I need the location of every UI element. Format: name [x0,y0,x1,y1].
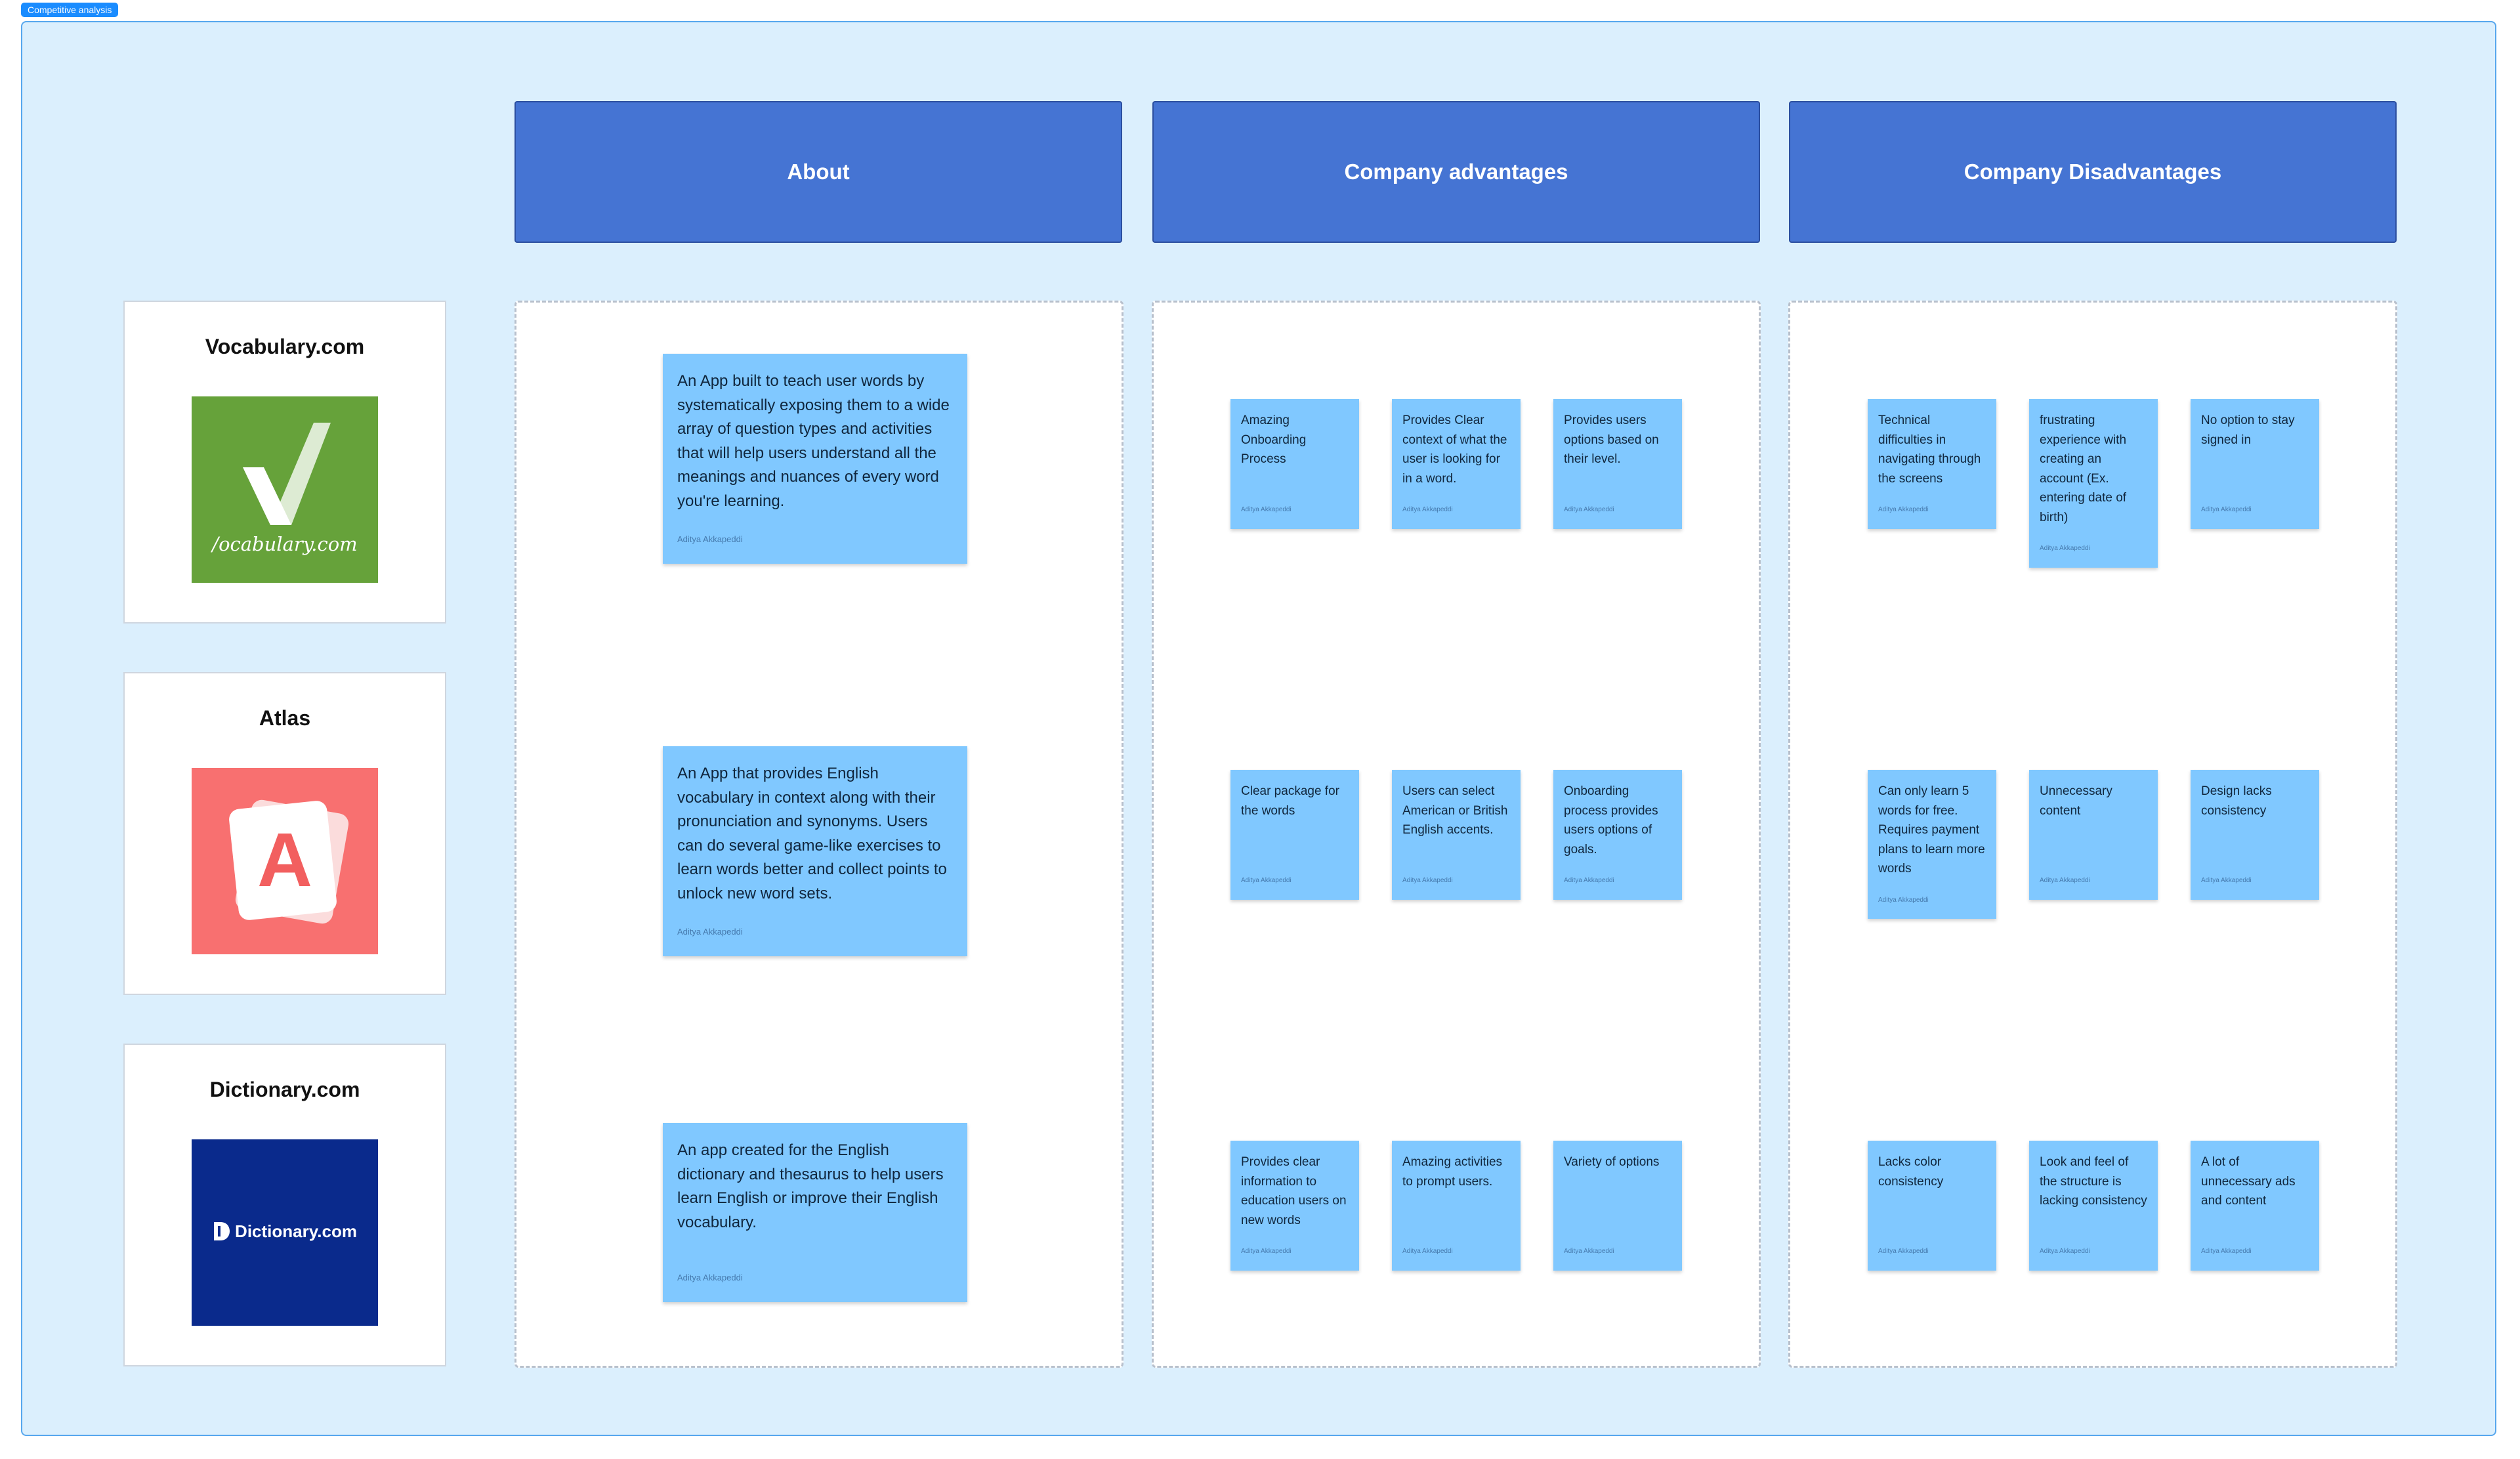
company-name: Dictionary.com [209,1078,360,1101]
sticky-author: Aditya Akkapeddi [1402,1248,1453,1255]
sticky-author: Aditya Akkapeddi [1878,896,1929,904]
atlas-logo-letter: A [257,817,312,902]
sticky-text: Unnecessary content [2040,784,2112,818]
sticky-author: Aditya Akkapeddi [2201,1248,2252,1255]
sticky-note-about[interactable]: An App built to teach user words by syst… [663,354,967,564]
sticky-text: An app created for the English dictionar… [677,1141,944,1231]
sticky-note-advantage[interactable]: Onboarding process provides users option… [1553,770,1682,900]
sticky-author: Aditya Akkapeddi [677,1273,743,1282]
vocabulary-logo-text: /ocabulary.com [212,533,358,555]
dictionary-logo-text: Dictionary.com [192,1221,378,1242]
frame-label[interactable]: Competitive analysis [21,3,119,17]
sticky-author: Aditya Akkapeddi [2040,1248,2090,1255]
vocabulary-logo: /ocabulary.com [192,396,378,583]
sticky-text: Look and feel of the structure is lackin… [2040,1155,2147,1208]
sticky-text: Clear package for the words [1241,784,1339,818]
sticky-author: Aditya Akkapeddi [1402,877,1453,884]
header-about[interactable]: About [514,101,1122,243]
sticky-text: Provides clear information to education … [1241,1155,1347,1227]
company-card-atlas[interactable]: Atlas A [123,672,446,995]
sticky-text: frustrating experience with creating an … [2040,413,2127,524]
sticky-text: Design lacks consistency [2201,784,2272,818]
dictionary-logo: Dictionary.com [192,1139,378,1326]
atlas-cards-icon [229,799,349,924]
sticky-author: Aditya Akkapeddi [1564,506,1614,513]
sticky-note-about[interactable]: An App that provides English vocabulary … [663,746,967,956]
sticky-note-about[interactable]: An app created for the English dictionar… [663,1123,967,1302]
sticky-note-advantage[interactable]: Users can select American or British Eng… [1392,770,1521,900]
sticky-note-advantage[interactable]: Amazing activities to prompt users. Adity… [1392,1141,1521,1271]
sticky-text: A lot of unnecessary ads and content [2201,1155,2296,1208]
sticky-text: Amazing Onboarding Process [1241,413,1307,466]
sticky-text: Users can select American or British Eng… [1402,784,1508,837]
sticky-text: Can only learn 5 words for free. Require… [1878,784,1985,876]
checkmark-icon [243,423,331,525]
sticky-text: An App built to teach user words by syst… [677,372,950,510]
sticky-note-disadvantage[interactable]: Can only learn 5 words for free. Require… [1868,770,1996,919]
sticky-text: Amazing activities to prompt users. [1402,1155,1503,1189]
header-disadvantages[interactable]: Company Disadvantages [1789,101,2397,243]
company-name: Atlas [259,706,311,730]
sticky-author: Aditya Akkapeddi [2201,877,2252,884]
sticky-note-disadvantage[interactable]: Technical difficulties in navigating thr… [1868,399,1996,529]
sticky-text: Variety of options [1564,1155,1660,1169]
sticky-author: Aditya Akkapeddi [1241,877,1292,884]
header-advantages[interactable]: Company advantages [1152,101,1760,243]
sticky-author: Aditya Akkapeddi [1241,1248,1292,1255]
sticky-author: Aditya Akkapeddi [2201,506,2252,513]
sticky-text: Lacks color consistency [1878,1155,1944,1189]
sticky-author: Aditya Akkapeddi [1402,506,1453,513]
sticky-author: Aditya Akkapeddi [1241,506,1292,513]
sticky-note-advantage[interactable]: Provides clear information to education … [1230,1141,1359,1271]
sticky-text: Technical difficulties in navigating thr… [1878,413,1981,486]
sticky-text: An App that provides English vocabulary … [677,765,947,902]
sticky-author: Aditya Akkapeddi [677,927,743,937]
sticky-text: Provides users options based on their le… [1564,413,1659,466]
sticky-author: Aditya Akkapeddi [1564,1248,1614,1255]
header-advantages-label: Company advantages [1344,159,1568,184]
sticky-note-disadvantage[interactable]: Look and feel of the structure is lackin… [2029,1141,2158,1271]
sticky-author: Aditya Akkapeddi [2040,545,2090,552]
sticky-note-advantage[interactable]: Provides Clear context of what the user … [1392,399,1521,529]
sticky-note-disadvantage[interactable]: frustrating experience with creating an … [2029,399,2158,568]
sticky-author: Aditya Akkapeddi [1564,877,1614,884]
sticky-text: Provides Clear context of what the user … [1402,413,1507,486]
atlas-logo: A [192,768,378,954]
company-card-dictionary[interactable]: Dictionary.com Dictionary.com [123,1044,446,1366]
header-disadvantages-label: Company Disadvantages [1964,159,2222,184]
sticky-author: Aditya Akkapeddi [677,534,743,544]
dictionary-d-icon [214,1222,230,1240]
header-about-label: About [787,159,850,184]
sticky-note-advantage[interactable]: Provides users options based on their le… [1553,399,1682,529]
company-name: Vocabulary.com [205,335,365,358]
sticky-note-disadvantage[interactable]: No option to stay signed in Aditya Akkape… [2191,399,2319,529]
sticky-author: Aditya Akkapeddi [1878,1248,1929,1255]
sticky-author: Aditya Akkapeddi [1878,506,1929,513]
company-card-vocabulary[interactable]: Vocabulary.com /ocabulary.com [123,301,446,624]
sticky-text: No option to stay signed in [2201,413,2295,447]
sticky-author: Aditya Akkapeddi [2040,877,2090,884]
sticky-text: Onboarding process provides users option… [1564,784,1658,856]
dictionary-logo-label: Dictionary.com [235,1221,357,1241]
